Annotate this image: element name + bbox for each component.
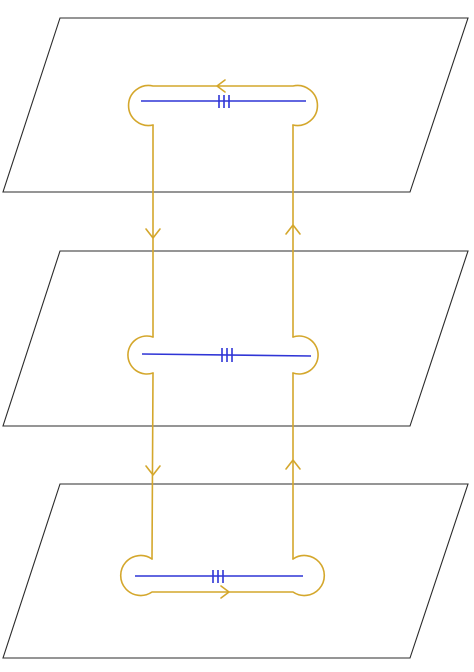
arrow-down-left-lower (145, 465, 161, 476)
middle-sheet-contour-group (127, 335, 319, 375)
sheet-bottom (2, 483, 469, 659)
bottom-contour (119, 554, 326, 597)
middle-contour-left-arc (127, 335, 154, 375)
sheet-bottom-plane (2, 483, 469, 659)
sheet-top-plane (2, 17, 469, 193)
arrow-up-right-lower (285, 459, 301, 470)
top-sheet-contour-group (127, 79, 319, 127)
bottom-sheet-contour-group (119, 554, 326, 599)
arrow-up-right-upper (285, 224, 301, 235)
top-contour (127, 84, 319, 127)
bottom-contour-arrow-right (220, 585, 230, 599)
bottom-cut-ticks (212, 570, 224, 583)
arrow-down-left-upper (145, 228, 161, 239)
connector-left-middle-to-bottom (151, 372, 154, 560)
sheet-top (2, 17, 469, 193)
connectors (145, 124, 301, 560)
top-cut-ticks (218, 95, 230, 108)
middle-contour-right-arc (292, 335, 319, 375)
top-contour-arrow-left (216, 79, 226, 93)
sheet-middle (2, 250, 469, 427)
middle-cut-ticks (221, 348, 233, 362)
sheet-middle-plane (2, 250, 469, 427)
